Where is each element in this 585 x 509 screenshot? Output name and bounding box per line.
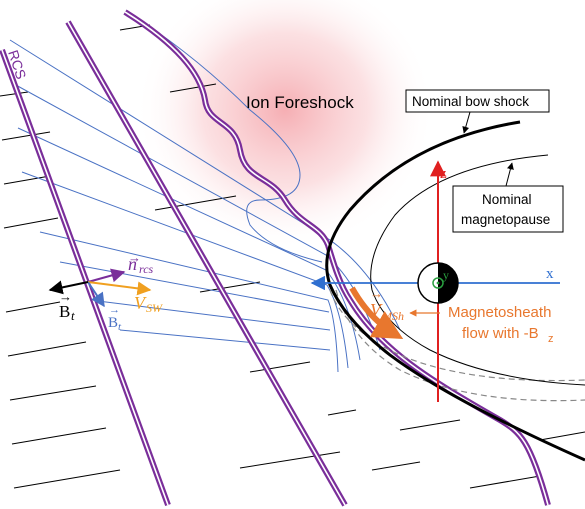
label-magnetosheath-2: flow with -B: [462, 325, 539, 342]
label-n-rcs: → n rcs: [128, 250, 154, 276]
svg-text:→: →: [370, 286, 383, 301]
svg-text:V: V: [134, 293, 147, 313]
nominal-sheet-dashed: [335, 289, 585, 402]
label-bt-blue: → B t: [108, 304, 122, 333]
bow-shock-pointer: [462, 111, 471, 134]
svg-text:→: →: [109, 304, 120, 316]
label-magnetopause-1: Nominal: [482, 192, 532, 207]
svg-text:t: t: [118, 321, 122, 333]
magnetopause-label-box: [452, 185, 564, 233]
svg-text:SW: SW: [146, 301, 163, 315]
svg-text:B: B: [59, 302, 70, 321]
label-ion-foreshock: Ion Foreshock: [246, 93, 354, 112]
svg-text:V: V: [370, 300, 383, 320]
rcs-current-sheet: [0, 48, 171, 507]
msh-flow-arrow: [349, 286, 404, 339]
axis-label-x: x: [546, 266, 554, 282]
label-magnetosheath-sub: z: [548, 333, 554, 345]
nominal-sheet-dashed-2: [329, 289, 585, 382]
svg-text:→: →: [128, 250, 141, 265]
magnetopause-curve: [370, 154, 585, 386]
svg-text:→: →: [135, 281, 148, 296]
bow-shock-curve: [325, 120, 585, 462]
svg-text:n: n: [128, 254, 137, 274]
vec-bt-blue-arrow: [87, 281, 105, 308]
label-magnetosheath-1: Magnetosheath: [448, 304, 551, 321]
svg-text:MSh: MSh: [381, 309, 404, 323]
label-bow-shock: Nominal bow shock: [412, 94, 529, 109]
current-sheet-middle: [65, 20, 348, 507]
svg-text:t: t: [71, 308, 75, 323]
axis-label-y: y: [443, 268, 449, 282]
label-magnetopause-2: magnetopause: [461, 212, 550, 227]
magnetopause-pointer: [505, 162, 514, 187]
label-bt-black: → B t: [59, 289, 75, 323]
vec-bt-black-arrow: [48, 280, 89, 295]
svg-text:rcs: rcs: [139, 262, 154, 276]
label-vmsh: → V MSh: [370, 286, 404, 323]
label-vsw: → V SW: [134, 281, 163, 315]
vec-n-rcs-arrow: [87, 268, 126, 283]
svg-text:→: →: [59, 289, 72, 304]
axis-label-z: z: [440, 166, 447, 182]
earth-day-night-icon: [417, 262, 459, 304]
svg-text:B: B: [108, 315, 118, 331]
ion-foreshock-region: [135, 0, 435, 250]
vec-vsw-arrow: [87, 281, 152, 296]
bow-shock-label-box: [405, 89, 550, 113]
